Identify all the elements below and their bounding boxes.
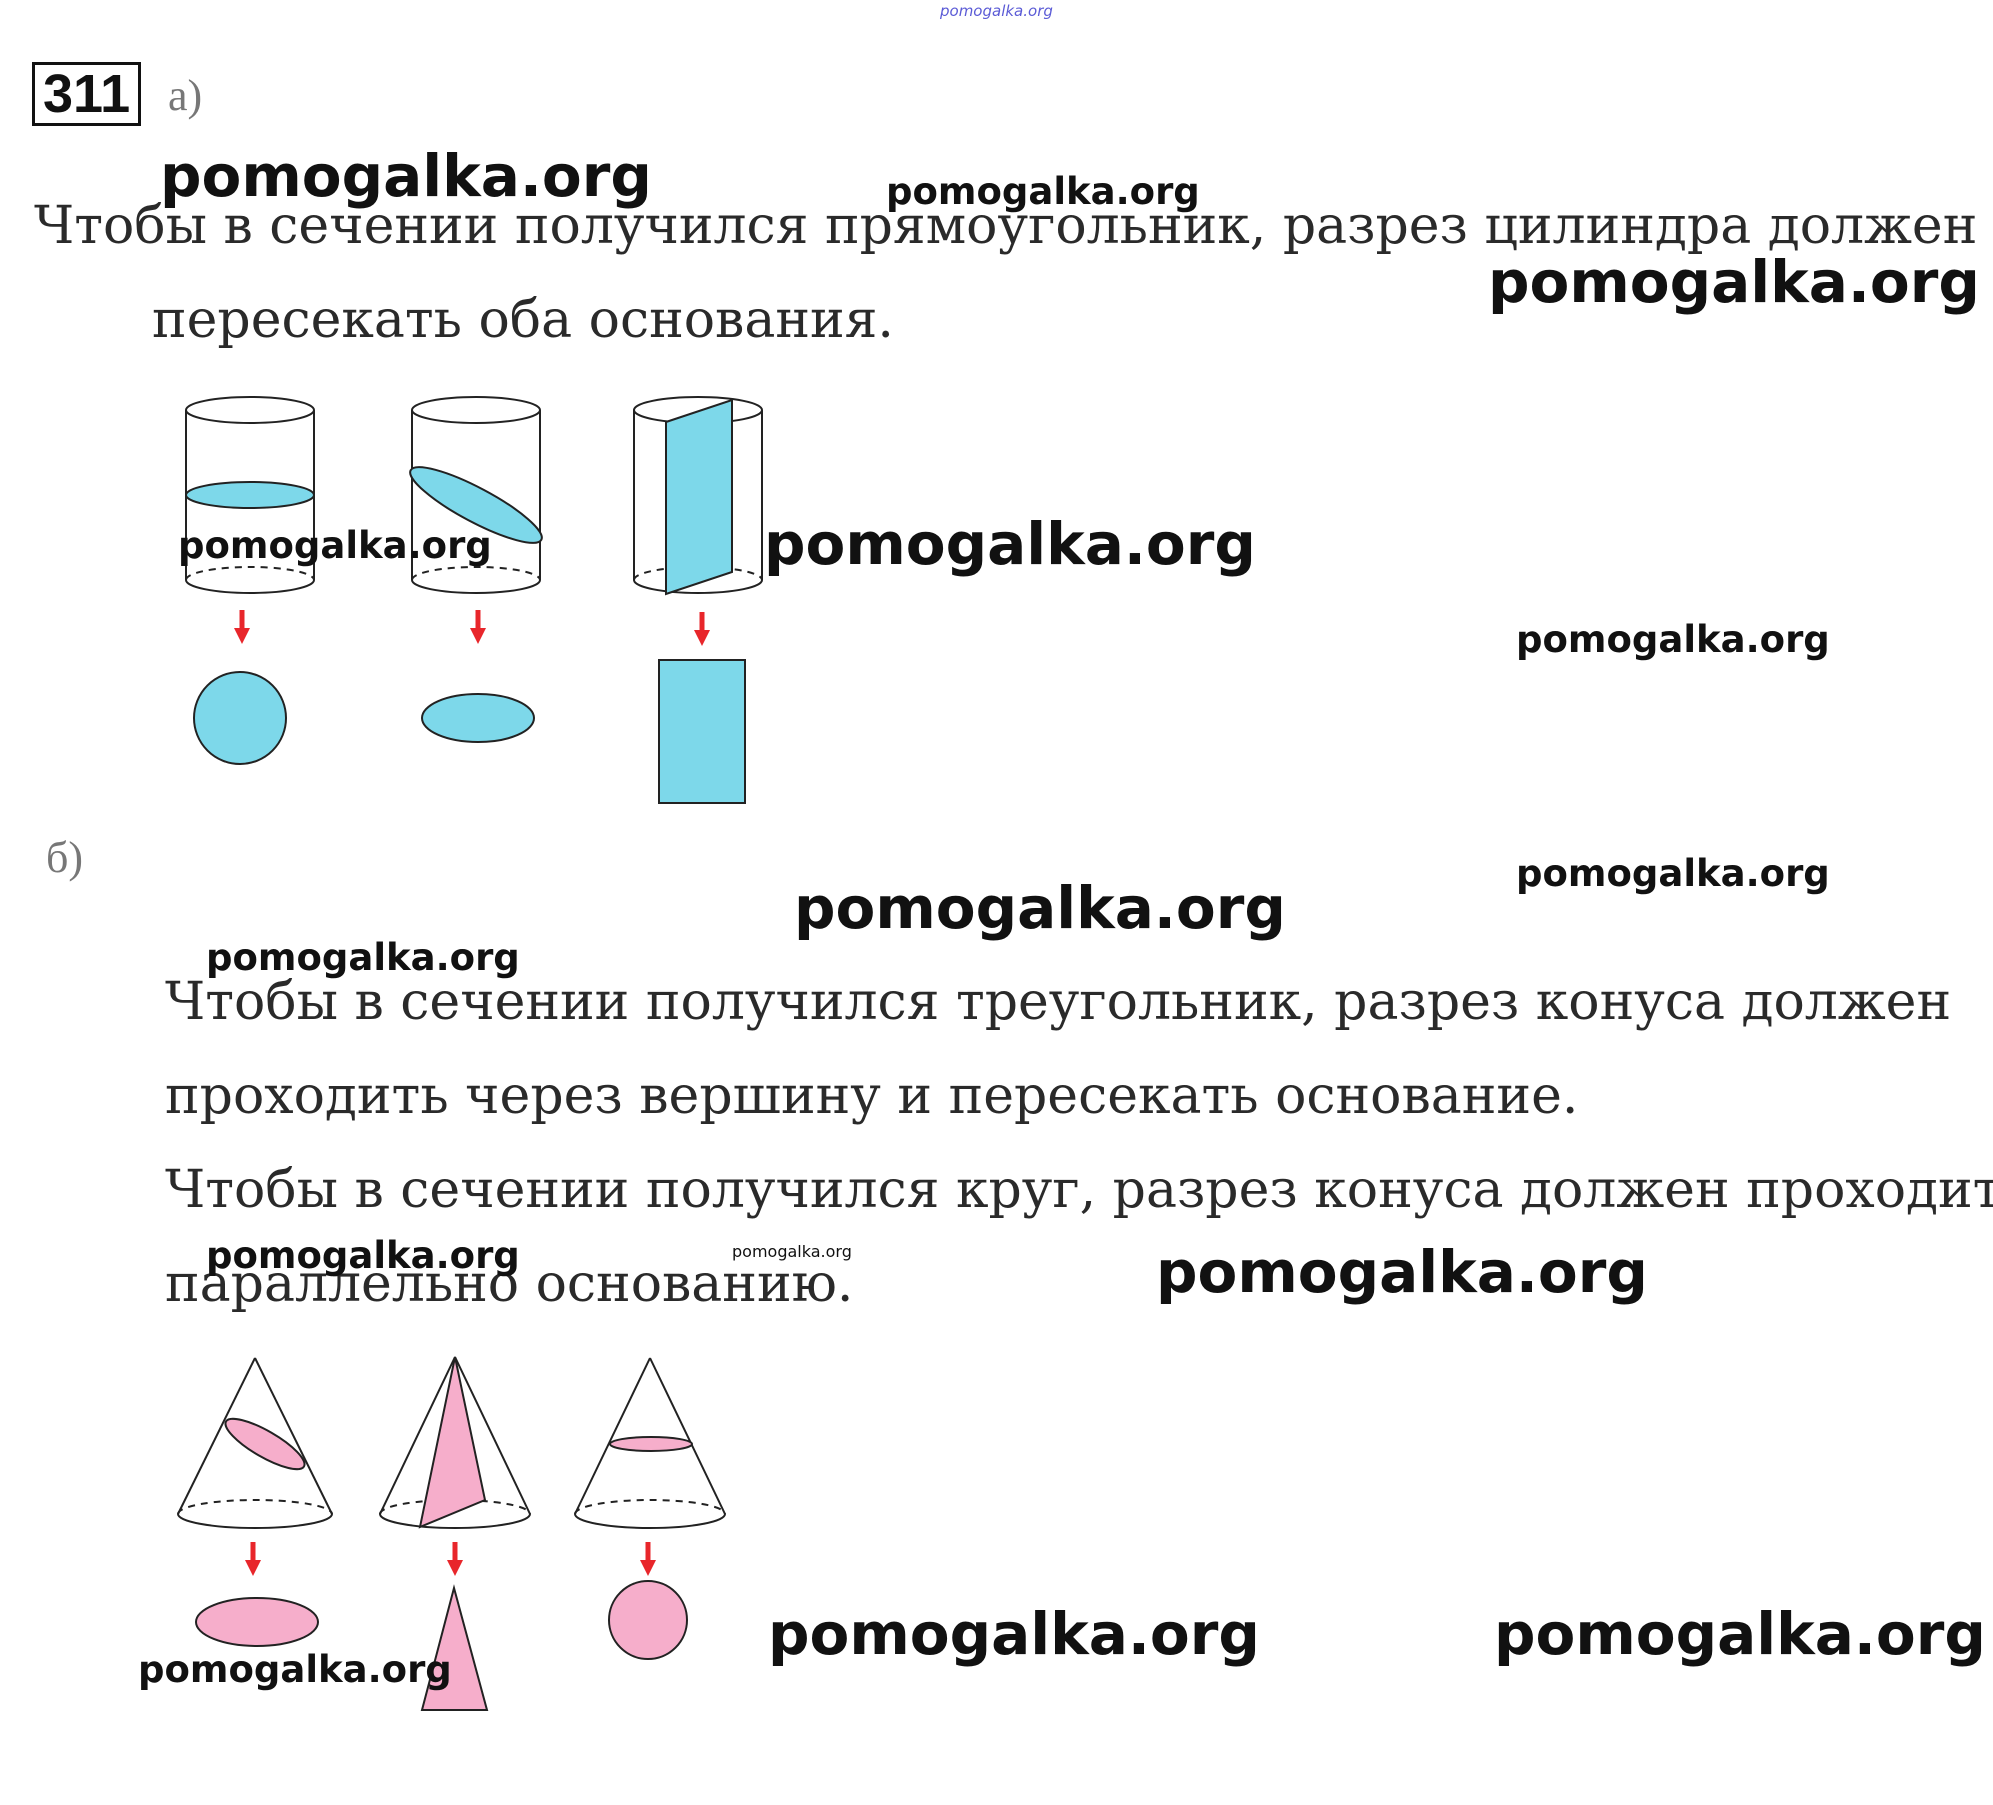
watermark: pomogalka.org — [138, 1648, 452, 1691]
cylinder-horizontal-cut — [185, 396, 315, 594]
arrow-cone-2 — [447, 1542, 463, 1576]
arrow-cone-3 — [640, 1542, 656, 1576]
watermark: pomogalka.org — [732, 1242, 852, 1261]
top-watermark: pomogalka.org — [940, 2, 1053, 20]
part-b-line-2: проходить через вершину и пересекать осн… — [165, 1066, 1579, 1126]
section-triangle — [420, 1584, 489, 1711]
section-ellipse — [421, 693, 535, 743]
part-a-line-2: пересекать оба основания. — [152, 290, 894, 350]
watermark: pomogalka.org — [1494, 1600, 1986, 1668]
arrow-cyl-3 — [694, 612, 710, 646]
watermark: pomogalka.org — [1516, 618, 1830, 661]
problem-number: 311 — [32, 62, 142, 126]
watermark: pomogalka.org — [206, 1234, 520, 1277]
section-rectangle — [658, 659, 746, 804]
watermark: pomogalka.org — [768, 1600, 1260, 1668]
cone-apex-cut — [379, 1356, 531, 1529]
part-b-line-4: параллельно основанию. — [165, 1254, 854, 1314]
watermark: pomogalka.org — [160, 142, 652, 210]
arrow-cyl-1 — [234, 610, 250, 644]
section-circle — [193, 671, 287, 765]
cone-parallel-cut — [574, 1357, 726, 1529]
watermark: pomogalka.org — [206, 936, 520, 979]
part-b-line-3: Чтобы в сечении получился круг, разрез к… — [165, 1160, 1993, 1220]
watermark: pomogalka.org — [178, 524, 492, 567]
cone-slanted-cut — [177, 1357, 333, 1529]
watermark: pomogalka.org — [1488, 248, 1980, 316]
watermark: pomogalka.org — [794, 874, 1286, 942]
part-b-label: б) — [46, 833, 84, 882]
section-cone-ellipse — [195, 1597, 319, 1647]
part-b-line-1: Чтобы в сечении получился треугольник, р… — [165, 972, 1952, 1032]
arrow-cyl-2 — [470, 610, 486, 644]
cylinder-slanted-cut — [409, 396, 543, 594]
section-cone-circle — [608, 1580, 688, 1660]
watermark: pomogalka.org — [1516, 852, 1830, 895]
arrow-cone-1 — [245, 1542, 261, 1576]
part-a-label: а) — [168, 71, 203, 120]
watermark: pomogalka.org — [886, 170, 1200, 213]
part-a-line-1: Чтобы в сечении получился прямоугольник,… — [34, 196, 1978, 256]
watermark: pomogalka.org — [1156, 1238, 1648, 1306]
cylinder-vertical-cut — [633, 396, 763, 596]
watermark: pomogalka.org — [764, 510, 1256, 578]
